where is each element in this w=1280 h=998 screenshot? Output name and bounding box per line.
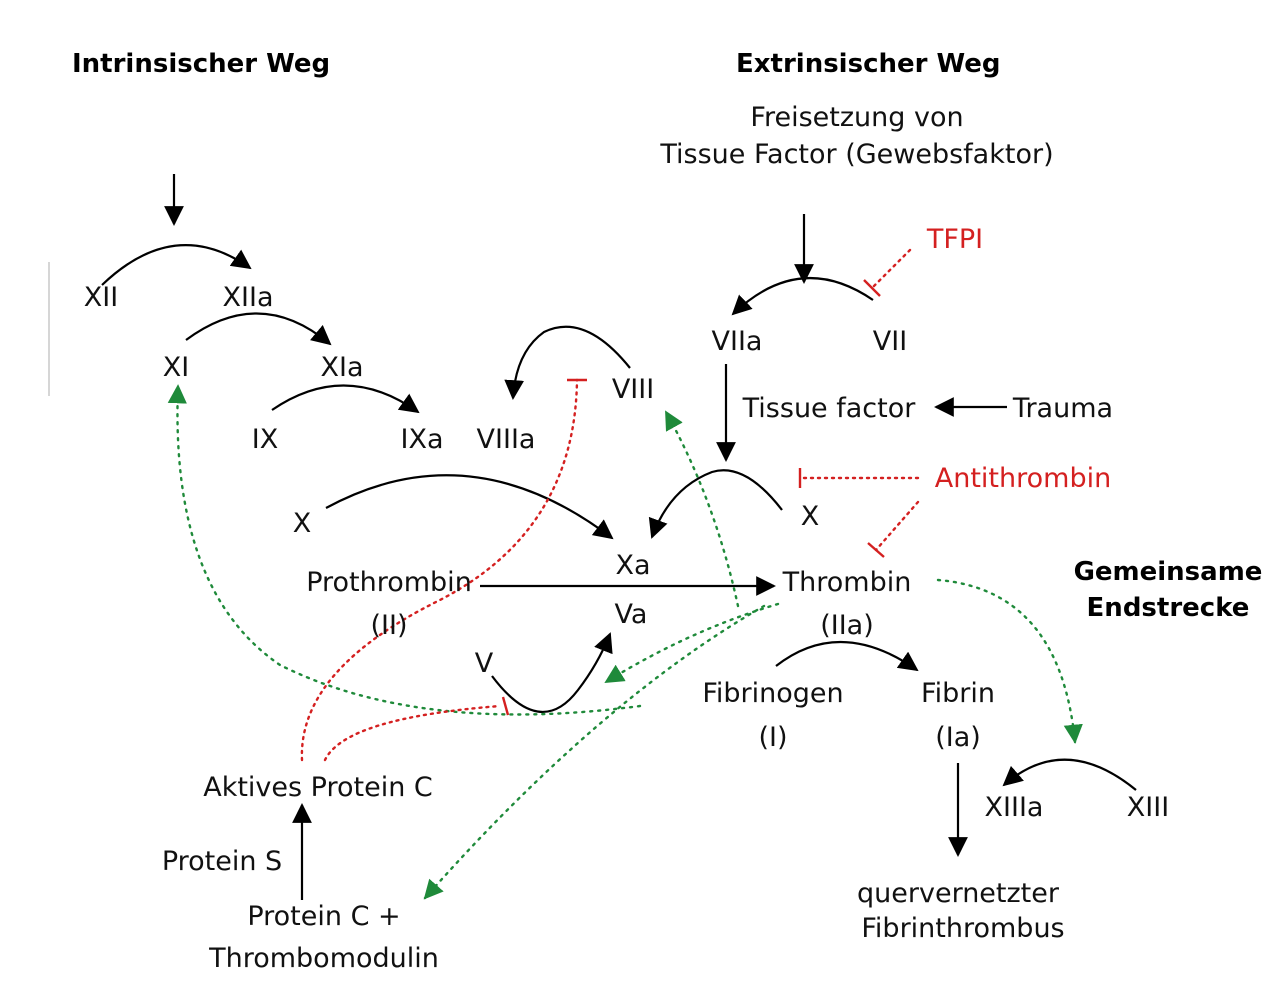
thrombin-label: Thrombin xyxy=(782,567,912,598)
protein-c-line1: Protein C + xyxy=(247,901,400,932)
factor-vii: VII xyxy=(873,326,907,357)
tissue-factor-label: Tissue factor xyxy=(742,393,917,424)
factor-x-left: X xyxy=(293,508,312,539)
inhibit-apc-v xyxy=(323,704,502,762)
intrinsic-header: Intrinsischer Weg xyxy=(72,49,330,79)
factor-viiia: VIIIa xyxy=(477,424,536,455)
prothrombin-label: Prothrombin xyxy=(306,567,472,598)
fibrin-label: Fibrin xyxy=(921,678,995,709)
inhibit-antithrombin-thrombin-bar xyxy=(867,542,885,558)
inhibit-tfpi-vii xyxy=(870,248,912,290)
factor-viia: VIIa xyxy=(712,326,763,357)
arrow-vii-to-viia xyxy=(731,277,874,316)
factor-xiia: XIIa xyxy=(223,282,274,313)
result-line1: quervernetzter xyxy=(857,878,1060,909)
inhibit-apc-v-bar xyxy=(501,696,510,716)
thrombin-code: (IIa) xyxy=(820,610,874,641)
factor-xa: Xa xyxy=(615,550,650,581)
factor-xiiia: XIIIa xyxy=(985,792,1044,823)
trigger-line1: Freisetzung von xyxy=(750,102,963,133)
factor-x-right: X xyxy=(801,501,820,532)
arrow-xii-to-xiia xyxy=(101,244,252,286)
factor-xii: XII xyxy=(84,282,118,313)
fibrin-code: (Ia) xyxy=(935,722,981,753)
feedback-thrombin-to-proteinc xyxy=(423,604,766,900)
protein-s-label: Protein S xyxy=(162,846,282,877)
factor-viii: VIII xyxy=(612,374,654,405)
result-line2: Fibrinthrombus xyxy=(861,913,1064,944)
arrow-xr-to-xa xyxy=(648,469,783,539)
protein-c-line2: Thrombomodulin xyxy=(208,943,439,974)
arrow-xiii-to-xiiia xyxy=(1002,758,1137,791)
arrow-fibrinogen-to-fibrin xyxy=(775,640,919,672)
arrow-ix-to-ixa xyxy=(271,384,420,414)
common-header-line1: Gemeinsame xyxy=(1074,557,1263,587)
fibrinogen-label: Fibrinogen xyxy=(702,678,843,709)
aktives-protein-c-label: Aktives Protein C xyxy=(203,772,433,803)
factor-xia: XIa xyxy=(320,352,363,383)
antithrombin-label: Antithrombin xyxy=(935,463,1111,494)
factor-ix: IX xyxy=(252,424,278,455)
tfpi-label: TFPI xyxy=(926,224,983,255)
extrinsic-header: Extrinsischer Weg xyxy=(736,49,1001,79)
feedback-thrombin-to-xiii xyxy=(936,578,1083,744)
factor-xiii: XIII xyxy=(1127,792,1169,823)
inhibit-apc-viii xyxy=(300,378,579,762)
arrow-xi-to-xia xyxy=(185,312,332,346)
factor-va: Va xyxy=(615,599,648,630)
factor-xi: XI xyxy=(163,352,189,383)
inhibit-tfpi-bar xyxy=(863,279,881,297)
inhibit-antithrombin-thrombin xyxy=(874,500,920,552)
common-header-line2: Endstrecke xyxy=(1087,593,1250,623)
feedback-thrombin-to-xi xyxy=(167,384,642,716)
fibrinogen-code: (I) xyxy=(758,722,787,753)
factor-v: V xyxy=(475,648,494,679)
trigger-line2: Tissue Factor (Gewebsfaktor) xyxy=(659,139,1053,170)
feedback-thrombin-to-viii xyxy=(664,410,740,608)
trauma-label: Trauma xyxy=(1012,393,1113,424)
factor-ixa: IXa xyxy=(400,424,443,455)
prothrombin-code: (II) xyxy=(371,610,408,641)
arrow-viii-to-viiia xyxy=(504,325,631,400)
arrow-x-to-xa xyxy=(325,474,614,540)
arrow-v-to-va xyxy=(491,632,613,713)
